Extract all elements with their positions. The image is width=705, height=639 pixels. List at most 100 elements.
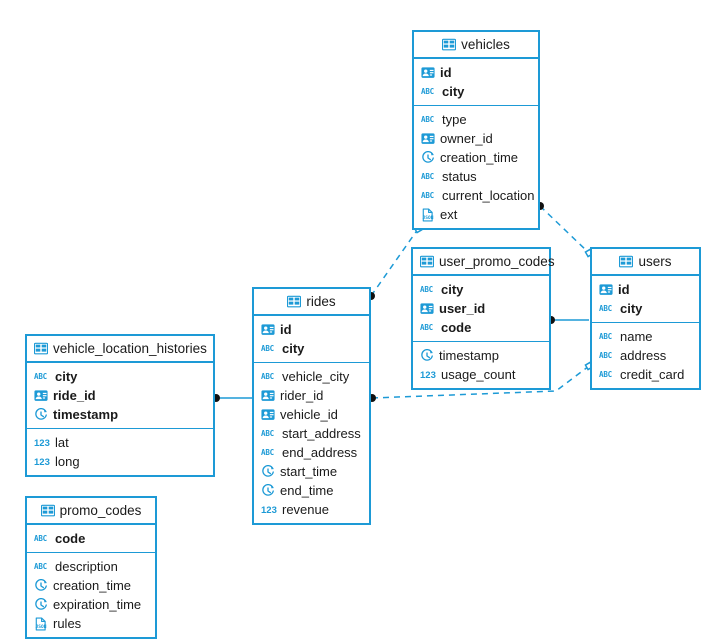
entity-header-user_promo_codes[interactable]: user_promo_codes [413, 249, 555, 274]
field-row[interactable]: ABC code [413, 318, 549, 337]
field-name: status [442, 169, 477, 184]
abc-icon: ABC [420, 322, 433, 332]
entity-title: vehicle_location_histories [53, 341, 207, 356]
field-name: end_time [280, 483, 334, 498]
field-row[interactable]: id [414, 63, 538, 82]
entity-title: users [638, 254, 672, 269]
entity-title: vehicles [461, 37, 510, 52]
abc-icon: ABC [34, 533, 47, 543]
field-row[interactable]: owner_id [414, 129, 538, 148]
field-name: end_address [282, 445, 358, 460]
number-icon: 123 [34, 456, 50, 468]
abc-icon: ABC [261, 343, 274, 353]
field-row[interactable]: end_time [254, 481, 369, 500]
relationship-rel-vlh-rides[interactable] [212, 394, 252, 402]
field-name: vehicle_id [280, 407, 338, 422]
field-row[interactable]: ABC type [414, 110, 538, 129]
entity-title: rides [306, 294, 336, 309]
field-name: lat [55, 435, 69, 450]
field-name: code [441, 320, 472, 335]
field-row[interactable]: expiration_time [27, 595, 155, 614]
field-name: city [55, 369, 78, 384]
entity-header-vehicle_location_histories[interactable]: vehicle_location_histories [27, 336, 213, 361]
field-row[interactable]: timestamp [413, 346, 549, 365]
field-name: rider_id [280, 388, 324, 403]
primary-key-icon [261, 408, 275, 422]
field-name: type [442, 112, 467, 127]
abc-icon: ABC [421, 190, 434, 200]
field-row[interactable]: rider_id [254, 386, 369, 405]
field-name: description [55, 559, 118, 574]
entity-header-rides[interactable]: rides [254, 289, 369, 314]
field-row[interactable]: ABC city [27, 367, 213, 386]
table-icon [40, 504, 55, 518]
field-name: name [620, 329, 653, 344]
abc-icon: ABC [34, 371, 47, 381]
field-row[interactable]: ABC vehicle_city [254, 367, 369, 386]
entity-header-users[interactable]: users [592, 249, 699, 274]
table-icon [287, 295, 302, 309]
field-row[interactable]: timestamp [27, 405, 213, 424]
field-row[interactable]: start_time [254, 462, 369, 481]
field-row[interactable]: ride_id [27, 386, 213, 405]
field-row[interactable]: creation_time [27, 576, 155, 595]
field-name: city [442, 84, 465, 99]
field-row[interactable]: id [254, 320, 369, 339]
abc-icon: ABC [421, 114, 434, 124]
abc-icon: ABC [599, 369, 612, 379]
field-name: credit_card [620, 367, 685, 382]
clock-icon [420, 348, 434, 363]
svg-text:JSON: JSON [36, 623, 47, 629]
entity-header-vehicles[interactable]: vehicles [414, 32, 538, 57]
clock-icon [421, 150, 435, 165]
number-icon: 123 [261, 504, 277, 516]
field-name: owner_id [440, 131, 493, 146]
field-name: city [620, 301, 643, 316]
entity-header-promo_codes[interactable]: promo_codes [27, 498, 155, 523]
relationship-rel-upc-users[interactable] [547, 316, 589, 324]
field-name: expiration_time [53, 597, 142, 612]
field-row[interactable]: user_id [413, 299, 549, 318]
field-row[interactable]: creation_time [414, 148, 538, 167]
field-name: id [440, 65, 452, 80]
field-name: timestamp [53, 407, 119, 422]
field-row[interactable]: vehicle_id [254, 405, 369, 424]
field-name: long [55, 454, 80, 469]
field-row[interactable]: id [592, 280, 699, 299]
field-row[interactable]: 123 long [27, 452, 213, 471]
field-name: timestamp [439, 348, 499, 363]
field-row[interactable]: ABC credit_card [592, 365, 699, 384]
clock-icon [261, 483, 275, 498]
field-name: id [618, 282, 630, 297]
abc-icon: ABC [261, 371, 274, 381]
field-name: vehicle_city [282, 369, 350, 384]
entity-title: user_promo_codes [439, 254, 555, 269]
